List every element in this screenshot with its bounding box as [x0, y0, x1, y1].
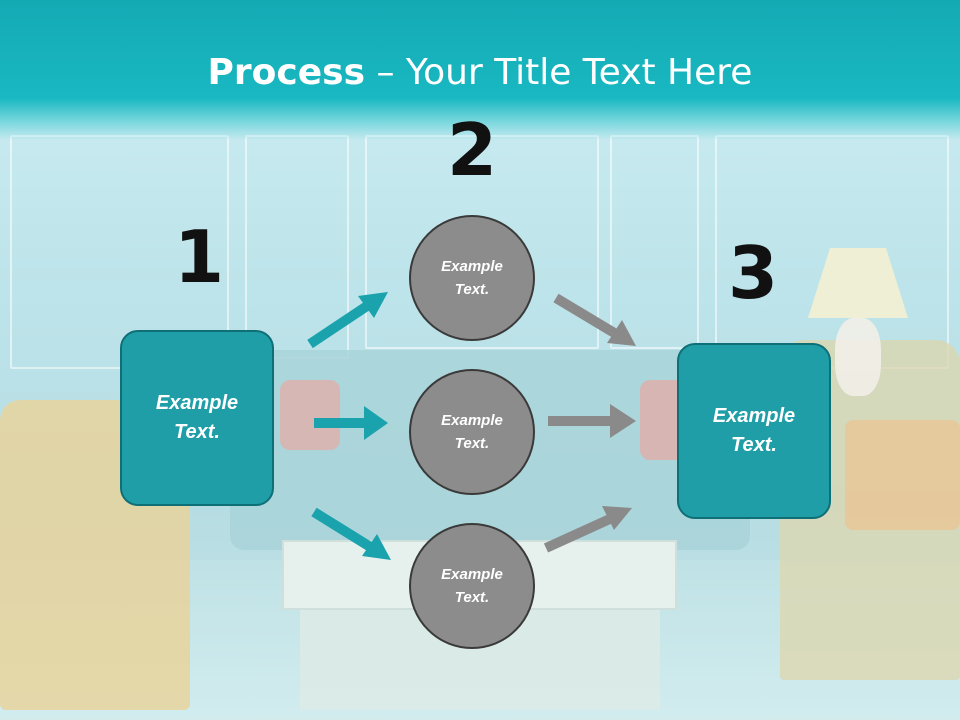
circle-bottom-text: Example Text.: [441, 566, 503, 606]
step-number-3: 3: [727, 231, 779, 315]
arrow-up-right-icon: [543, 506, 632, 553]
step-3-box-text: Example Text.: [712, 405, 796, 456]
step-number-2: 2: [446, 108, 498, 192]
circle-top-text: Example Text.: [441, 258, 503, 298]
arrow-up-right-icon: [307, 292, 388, 349]
step-3-box: Example Text.: [677, 343, 831, 519]
arrow-right-icon: [548, 404, 636, 438]
step-2-circle-middle: Example Text.: [409, 369, 535, 495]
arrow-down-right-icon: [311, 507, 391, 560]
title-rest: – Your Title Text Here: [365, 52, 753, 93]
step-1-box-text: Example Text.: [155, 392, 239, 443]
slide-title: Process – Your Title Text Here: [0, 52, 960, 93]
circle-middle-text: Example Text.: [441, 412, 503, 452]
step-2-circle-bottom: Example Text.: [409, 523, 535, 649]
step-2-circle-top: Example Text.: [409, 215, 535, 341]
step-1-box: Example Text.: [120, 330, 274, 506]
arrow-down-right-icon: [553, 293, 636, 346]
title-bold: Process: [207, 52, 366, 93]
step-number-1: 1: [173, 215, 225, 299]
header-band: [0, 0, 960, 140]
arrow-right-icon: [314, 406, 388, 440]
